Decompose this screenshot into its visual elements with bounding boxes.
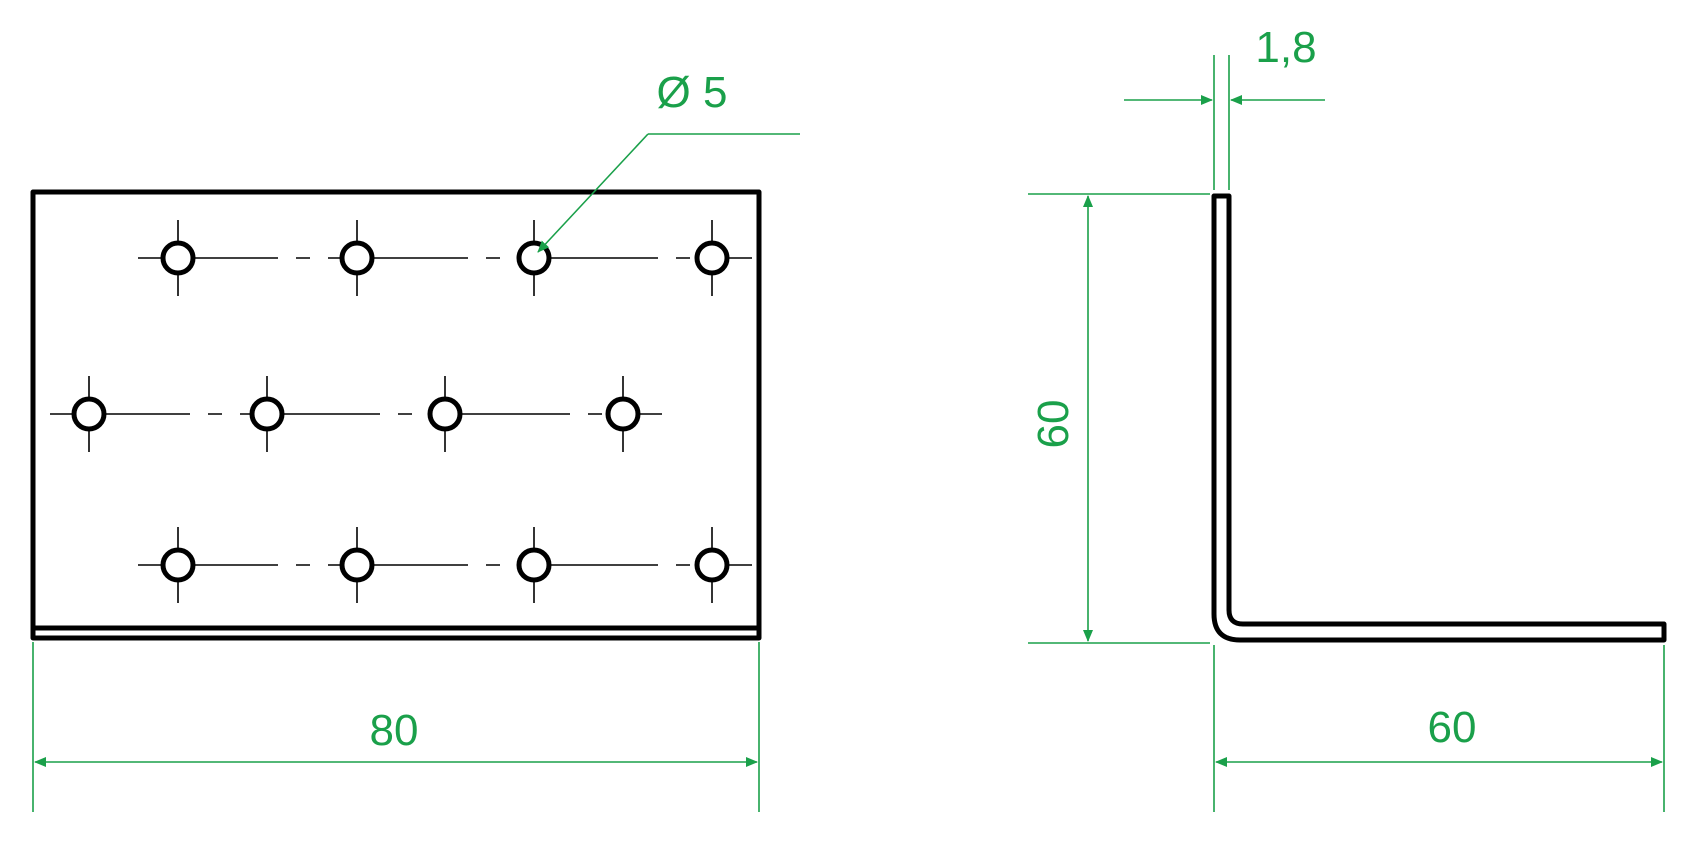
hole-circle: [339, 240, 375, 276]
height-label: 60: [1029, 400, 1078, 449]
hole-circle: [516, 547, 552, 583]
hole-circle: [427, 396, 463, 432]
thickness-dimension: 1,8: [1124, 23, 1325, 190]
hole-diameter-label: Ø 5: [657, 68, 728, 117]
side-view: 60 60 1,8: [1028, 23, 1667, 812]
hole-circle: [249, 396, 285, 432]
width-dimension: 80: [32, 642, 760, 812]
hole-circle: [516, 240, 552, 276]
hole-pattern: [50, 220, 752, 603]
hole-circle: [160, 240, 196, 276]
thickness-label: 1,8: [1255, 23, 1316, 72]
hole-circle: [71, 396, 107, 432]
height-dimension: 60: [1028, 193, 1210, 644]
leg-dimension: 60: [1213, 645, 1665, 812]
hole-circle: [694, 547, 730, 583]
hole-circle: [605, 396, 641, 432]
leg-label: 60: [1428, 703, 1477, 752]
callout-leader: [537, 133, 649, 253]
hole-callout: Ø 5: [537, 68, 800, 253]
width-label: 80: [370, 706, 419, 755]
hole-circle: [339, 547, 375, 583]
plate-outline: [30, 189, 762, 641]
front-view: 80 Ø 5: [30, 68, 800, 812]
angle-profile: [1211, 193, 1667, 643]
hole-circle: [160, 547, 196, 583]
hole-circle: [694, 240, 730, 276]
